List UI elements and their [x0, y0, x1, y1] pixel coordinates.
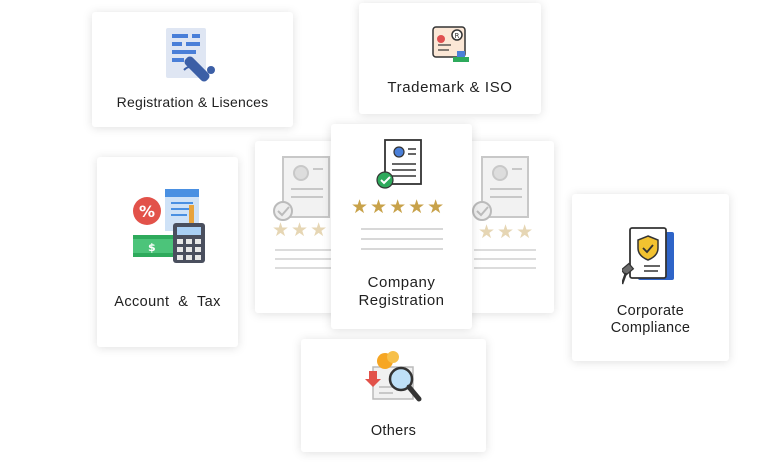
- document-pen-icon: [166, 28, 215, 82]
- ghost-line: [474, 258, 536, 260]
- card-label: Others: [370, 423, 417, 439]
- divider-line: [361, 228, 443, 230]
- svg-text:%: %: [139, 202, 155, 221]
- calculator-icon: % $: [133, 189, 205, 263]
- card-trademark-iso[interactable]: R Trademark & ISO: [359, 3, 541, 114]
- resume-ghost-icon: [273, 156, 330, 221]
- resume-ghost-icon: [472, 156, 529, 221]
- card-label-line1: Corporate: [616, 303, 685, 319]
- card-registration-licences[interactable]: Registration & Lisences: [92, 12, 293, 127]
- ghost-line: [474, 267, 536, 269]
- card-account-tax[interactable]: % $ Account & Tax: [97, 157, 238, 347]
- card-corporate-compliance[interactable]: Corporate Compliance: [572, 194, 729, 361]
- ghost-stars: ★★★: [272, 220, 330, 241]
- svg-text:$: $: [148, 241, 156, 254]
- divider-line: [361, 248, 443, 250]
- certificate-stamp-icon: R: [432, 26, 469, 62]
- svg-text:R: R: [455, 32, 460, 40]
- ghost-line: [275, 249, 335, 251]
- ghost-line: [275, 267, 335, 269]
- card-label: Trademark & ISO: [387, 79, 513, 96]
- ghost-line: [275, 258, 335, 260]
- card-label-line1: Company: [367, 274, 436, 291]
- card-label-line2: Compliance: [610, 320, 691, 336]
- magnifier-coins-icon: [365, 351, 422, 402]
- card-others[interactable]: Others: [301, 339, 486, 452]
- resume-check-icon: [376, 139, 422, 189]
- ghost-stars: ★★★: [478, 222, 536, 243]
- card-label-line2: Registration: [358, 292, 445, 309]
- card-label: Registration & Lisences: [116, 94, 269, 110]
- card-label: Account & Tax: [114, 294, 221, 310]
- rating-stars: ★★★★★: [351, 197, 447, 218]
- shield-document-gavel-icon: [622, 227, 674, 285]
- divider-line: [361, 238, 443, 240]
- ghost-line: [474, 249, 536, 251]
- card-company-registration[interactable]: ★★★★★ Company Registration: [331, 124, 472, 329]
